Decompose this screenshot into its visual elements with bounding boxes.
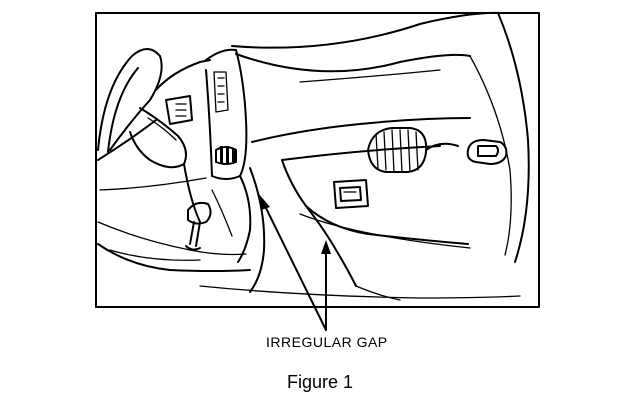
irregular-gap-arrows — [258, 193, 331, 331]
windshield-edge — [231, 11, 501, 83]
kick-panel — [199, 285, 521, 301]
glove-box — [251, 117, 471, 287]
door-switch — [466, 139, 508, 165]
center-console — [205, 48, 248, 180]
irregular-gap-label: IRREGULAR GAP — [266, 334, 388, 350]
right-door-panel — [469, 12, 530, 263]
figure-frame — [95, 12, 540, 308]
figure-caption: Figure 1 — [286, 372, 354, 392]
air-vent-icon — [367, 127, 459, 173]
instrument-cluster — [99, 59, 211, 223]
glove-box-latch — [333, 179, 369, 209]
gear-selector — [185, 189, 233, 251]
console-side — [97, 167, 266, 293]
steering-wheel — [97, 48, 187, 169]
